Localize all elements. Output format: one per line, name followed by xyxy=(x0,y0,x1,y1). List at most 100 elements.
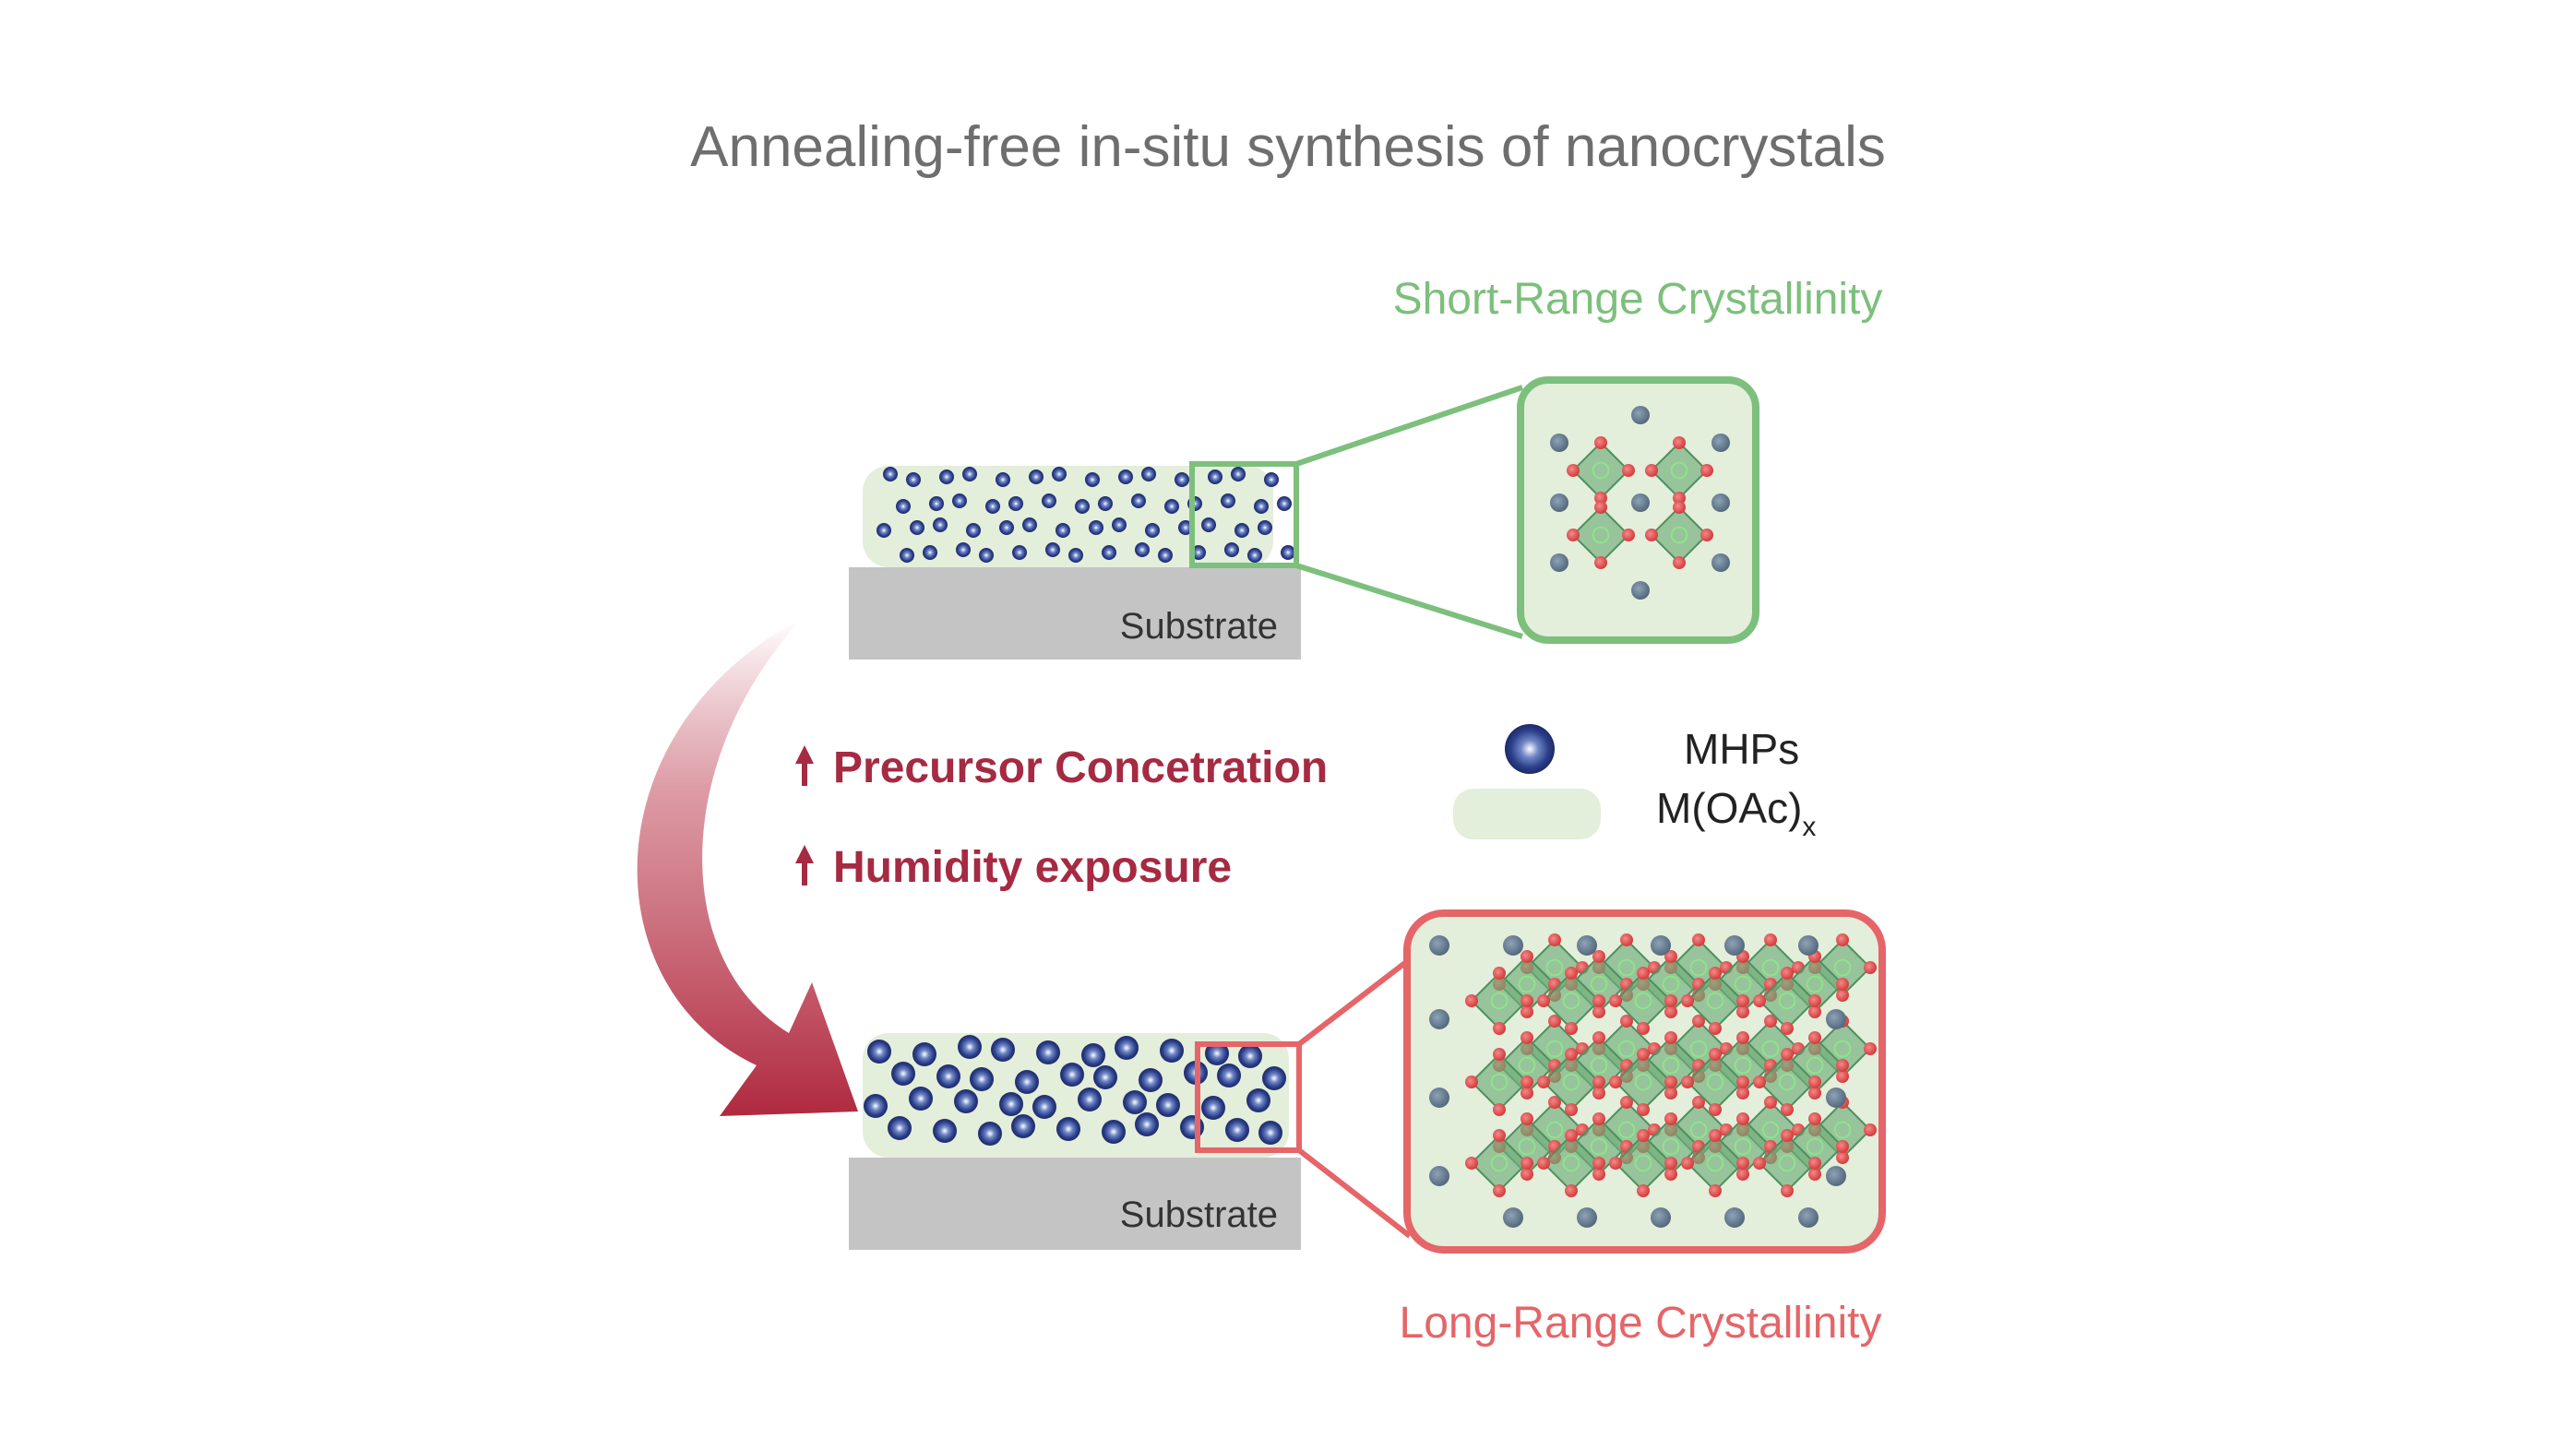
particle-small xyxy=(1068,548,1083,563)
particle-small xyxy=(929,496,944,511)
metal-center xyxy=(1662,975,1680,993)
particle-large xyxy=(1123,1090,1147,1114)
halide-atom xyxy=(1664,1112,1677,1125)
halide-atom xyxy=(1864,1123,1877,1136)
cation-atom xyxy=(1711,553,1730,572)
halide-atom xyxy=(1736,1168,1749,1181)
particle-large xyxy=(1015,1070,1039,1094)
bottom-substrate-label: Substrate xyxy=(1120,1194,1278,1235)
halide-atom xyxy=(1537,1157,1550,1170)
particle-small xyxy=(933,517,948,532)
top-film-assembly: Substrate xyxy=(849,376,1759,660)
halide-atom xyxy=(1521,1112,1533,1125)
metal-center xyxy=(1806,975,1824,993)
metal-center xyxy=(1617,958,1636,977)
halide-atom xyxy=(1565,1103,1578,1116)
top-zoom-line-lower xyxy=(1295,563,1523,639)
halide-atom xyxy=(1781,1048,1794,1061)
halide-atom xyxy=(1565,1129,1578,1142)
metal-center xyxy=(1545,958,1564,977)
particle-small xyxy=(1277,496,1292,511)
metal-center xyxy=(1734,975,1752,993)
condition-humidity: Humidity exposure xyxy=(795,843,1232,892)
metal-center xyxy=(1634,1073,1652,1091)
particle-small xyxy=(996,472,1010,487)
particle-small xyxy=(1118,469,1133,484)
cation-atom xyxy=(1798,935,1819,956)
halide-atom xyxy=(1736,1087,1749,1099)
particle-large xyxy=(933,1119,957,1143)
metal-center xyxy=(1706,992,1724,1010)
halide-atom xyxy=(1864,961,1877,974)
bottom-zoom-line-lower xyxy=(1297,1147,1412,1239)
cation-atom xyxy=(1826,1009,1846,1029)
halide-atom xyxy=(1521,1157,1533,1170)
particle-large xyxy=(1078,1088,1102,1111)
halide-atom xyxy=(1709,1184,1722,1197)
halide-atom xyxy=(1836,978,1849,991)
particle-large xyxy=(936,1064,960,1088)
cation-atom xyxy=(1503,1207,1523,1228)
cation-atom xyxy=(1711,434,1730,452)
halide-atom xyxy=(1781,967,1794,980)
metal-center xyxy=(1662,1056,1680,1075)
particle-small xyxy=(1131,493,1146,508)
particle-small xyxy=(896,499,911,514)
top-substrate xyxy=(849,567,1301,660)
halide-atom xyxy=(1594,501,1607,514)
particle-large xyxy=(954,1089,978,1113)
top-zoom-box xyxy=(1189,461,1299,568)
particle-small xyxy=(1175,472,1189,487)
halide-atom xyxy=(1637,1129,1650,1142)
metal-center xyxy=(1518,1137,1536,1156)
particle-small xyxy=(966,523,981,538)
particle-small xyxy=(1029,469,1044,484)
bottom-zoom-line-upper xyxy=(1297,957,1412,1047)
particle-large xyxy=(1258,1121,1282,1145)
halide-atom xyxy=(1836,989,1849,1002)
halide-atom xyxy=(1620,1096,1633,1109)
cation-atom xyxy=(1577,1207,1597,1228)
halide-atom xyxy=(1645,464,1658,477)
legend-mhps-label: MHPs xyxy=(1684,725,1799,773)
halide-atom xyxy=(1537,1076,1550,1088)
particle-small xyxy=(923,545,937,560)
particle-small xyxy=(1201,517,1216,532)
halide-atom xyxy=(1594,492,1607,505)
metal-center xyxy=(1662,1137,1680,1156)
halide-atom xyxy=(1664,950,1677,963)
halide-atom xyxy=(1808,1087,1821,1099)
particle-small xyxy=(1258,520,1272,535)
halide-atom xyxy=(1664,1031,1677,1044)
halide-atom xyxy=(1594,436,1607,449)
long-range-lattice xyxy=(1429,933,1877,1228)
metal-center xyxy=(1706,1073,1724,1091)
halide-atom xyxy=(1709,967,1722,980)
halide-atom xyxy=(1622,529,1635,541)
particle-small xyxy=(877,523,891,538)
cation-atom xyxy=(1651,1207,1671,1228)
halide-atom xyxy=(1465,1076,1478,1088)
particle-large xyxy=(1201,1096,1225,1120)
top-zoom-line-upper xyxy=(1295,385,1523,467)
halide-atom xyxy=(1673,501,1686,514)
particle-small xyxy=(1231,467,1246,481)
particle-small xyxy=(1085,472,1100,487)
halide-atom xyxy=(1622,464,1635,477)
cation-atom xyxy=(1724,935,1745,956)
particle-small xyxy=(1008,496,1023,511)
metal-center xyxy=(1833,1040,1852,1058)
particle-small xyxy=(1141,467,1156,481)
metal-center xyxy=(1833,1121,1852,1139)
halide-atom xyxy=(1808,1157,1821,1170)
particle-large xyxy=(1205,1041,1229,1065)
halide-atom xyxy=(1664,994,1677,1007)
particle-large xyxy=(867,1040,891,1064)
halide-atom xyxy=(1493,1103,1506,1116)
up-arrow-icon xyxy=(795,845,814,885)
metal-center xyxy=(1590,1137,1608,1156)
long-range-label: Long-Range Crystallinity xyxy=(1400,1299,1882,1348)
halide-atom xyxy=(1493,1184,1506,1197)
metal-center xyxy=(1689,1040,1708,1058)
metal-center xyxy=(1634,992,1652,1010)
